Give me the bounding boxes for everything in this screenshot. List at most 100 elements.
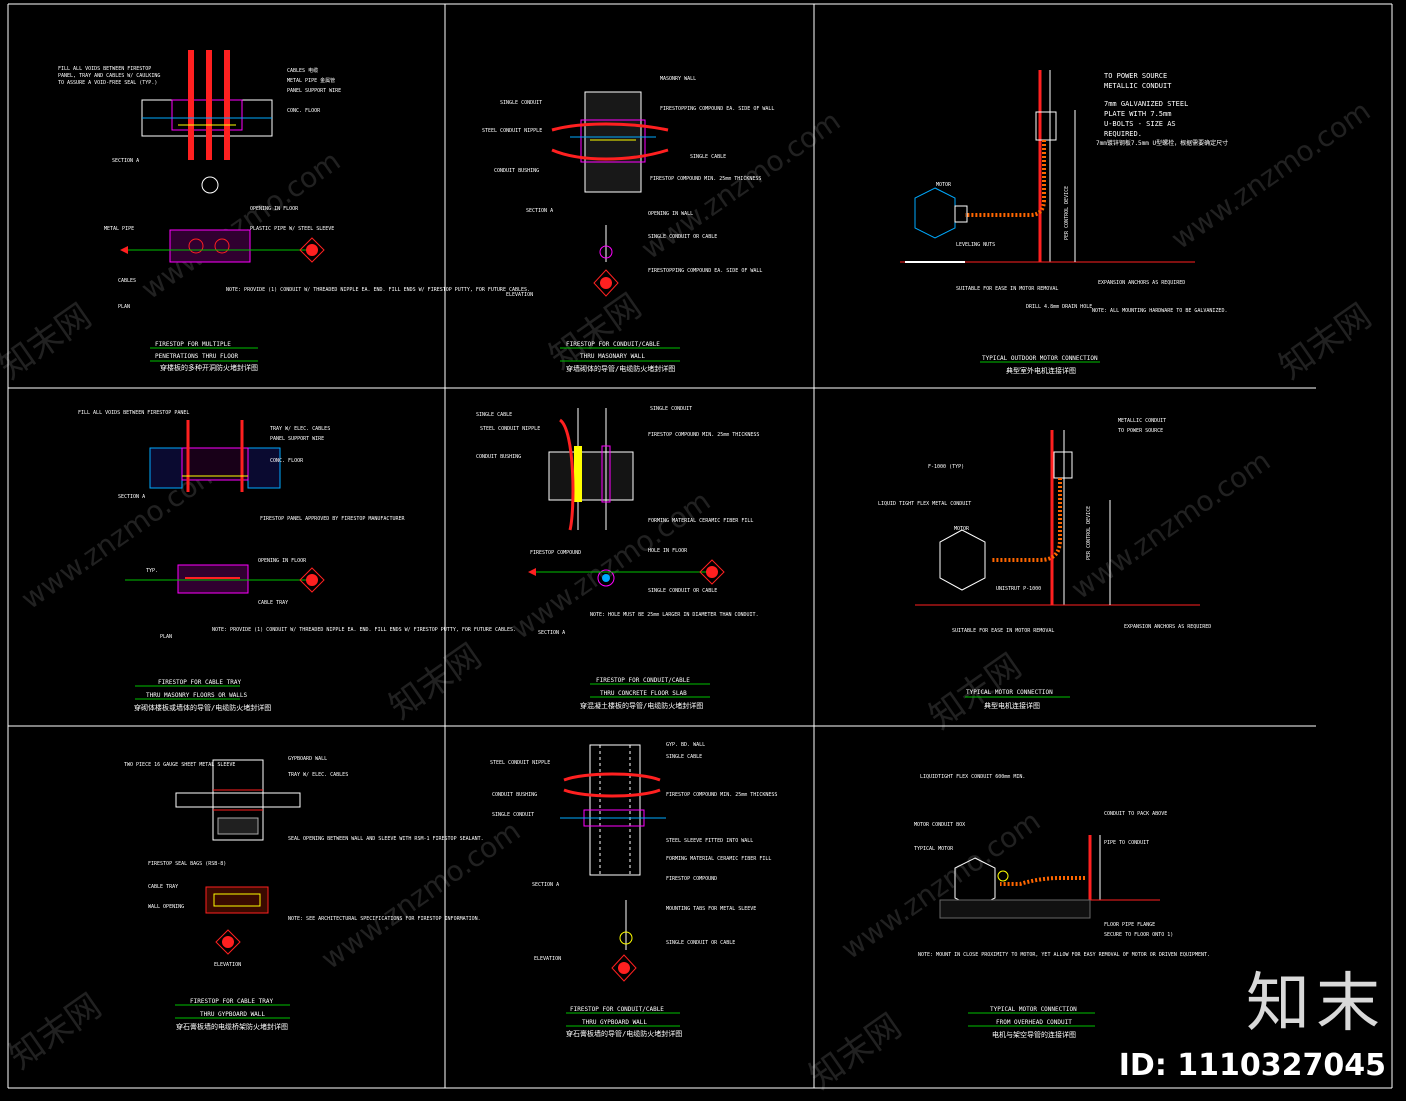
watermark-brand: 知末网 — [542, 286, 648, 377]
callout-label: PLATE WITH 7.5mm — [1104, 110, 1171, 118]
drawing-line — [551, 122, 669, 132]
callout-label: MOTOR — [954, 526, 970, 532]
callout-label: PANEL SUPPORT WIRE — [270, 436, 324, 442]
drawing-line — [939, 529, 986, 591]
drawing-line — [528, 568, 536, 576]
callout-label: NOTE: SEE ARCHITECTURAL SPECIFICATIONS F… — [288, 916, 481, 922]
drawing-id-label: ID: 1110327045 — [1118, 1048, 1386, 1083]
callout-label: STEEL CONDUIT NIPPLE — [482, 128, 542, 134]
panel-title-cn: 典型电机连接详图 — [984, 701, 1040, 710]
callout-label: STEEL CONDUIT NIPPLE — [480, 426, 540, 432]
detail-panel-5: SINGLE CABLE SINGLE CONDUIT STEEL CONDUI… — [476, 406, 759, 710]
callout-label: FORMING MATERIAL CERAMIC FIBER FILL — [648, 518, 753, 524]
panel-subtitle: THRU GYPBOARD WALL — [582, 1019, 647, 1026]
drawing-line — [120, 246, 128, 254]
callout-label: 7mm镀锌钢板7.5mm U型螺栓，根据需要确定尺寸 — [1096, 139, 1228, 147]
callout-label: PLASTIC PIPE W/ STEEL SLEEVE — [250, 226, 334, 232]
drawing-line — [599, 245, 613, 259]
callout-label: PANEL, TRAY AND CABLES W/ CAULKING — [58, 73, 160, 79]
callout-label: CONDUIT TO PACK ABOVE — [1104, 811, 1167, 817]
drawing-line — [299, 567, 325, 593]
callout-label: TRAY W/ ELEC. CABLES — [288, 772, 348, 778]
callout-label: MOTOR — [936, 182, 952, 188]
callout-label: OPENING IN FLOOR — [250, 206, 299, 212]
drawing-line — [224, 50, 230, 160]
panel-title-cn: 穿石膏板墙的导管/电缆防火堵封详图 — [566, 1029, 682, 1038]
callout-label: PLAN — [118, 304, 130, 310]
callout-label: STEEL CONDUIT NIPPLE — [490, 760, 550, 766]
callout-label: FILL ALL VOIDS BETWEEN FIRESTOP — [58, 66, 151, 72]
drawing-line — [914, 187, 956, 239]
panel-title: TYPICAL MOTOR CONNECTION — [990, 1006, 1077, 1013]
panel-title: FIRESTOP FOR CONDUIT/CABLE — [570, 1006, 664, 1013]
drawing-line — [574, 446, 582, 502]
panel-title: FIRESTOP FOR CONDUIT/CABLE — [566, 341, 660, 348]
panel-title: FIRESTOP FOR CABLE TRAY — [158, 679, 241, 686]
panel-subtitle: PENETRATIONS THRU FLOOR — [155, 353, 238, 360]
callout-label: SINGLE CONDUIT OR CABLE — [648, 588, 717, 594]
callout-label: OPENING IN WALL — [648, 211, 693, 217]
callout-label: FIRESTOP SEAL BAGS (RSB-8) — [148, 861, 226, 867]
callout-label: METAL PIPE 金属管 — [287, 77, 335, 84]
drawing-line — [597, 569, 615, 587]
callout-label: TO POWER SOURCE — [1118, 428, 1163, 434]
panel-subtitle: FROM OVERHEAD CONDUIT — [996, 1019, 1072, 1026]
callout-label: MASONRY WALL — [660, 76, 696, 82]
detail-panel-3: TO POWER SOURCE METALLIC CONDUIT 7mm GAL… — [900, 70, 1228, 375]
watermark-brand: 知末网 — [2, 986, 108, 1077]
callout-label: F-1000 (TYP) — [928, 464, 964, 470]
callout-label: TYPICAL MOTOR — [914, 846, 954, 852]
callout-label: NOTE: MOUNT IN CLOSE PROXIMITY TO MOTOR,… — [918, 952, 1210, 958]
callout-label: SINGLE CONDUIT — [650, 406, 692, 412]
callout-label: DRILL 4.8mm DRAIN HOLE — [1026, 304, 1092, 310]
panel-title-cn: 电机与架空导管的连接详图 — [992, 1030, 1076, 1039]
callout-label: EXPANSION ANCHORS AS REQUIRED — [1098, 280, 1185, 286]
drawing-line — [299, 237, 325, 263]
callout-label: ELEVATION — [506, 292, 533, 298]
drawing-line — [584, 91, 642, 193]
callout-label: MOUNTING TABS FOR METAL SLEEVE — [666, 906, 756, 912]
callout-label: TRAY W/ ELEC. CABLES — [270, 426, 330, 432]
callout-label: TWO PIECE 16 GAUGE SHEET METAL SLEEVE — [124, 762, 235, 768]
callout-label: FIRESTOP PANEL APPROVED BY FIRESTOP MANU… — [260, 516, 405, 522]
callout-label: SINGLE CONDUIT OR CABLE — [666, 940, 735, 946]
callout-label: NOTE: HOLE MUST BE 25mm LARGER IN DIAMET… — [590, 612, 759, 618]
callout-label: FIRESTOP COMPOUND MIN. 25mm THICKNESS — [666, 792, 777, 798]
drawing-line — [306, 574, 318, 586]
callout-label: SINGLE CONDUIT — [500, 100, 542, 106]
drawing-line — [997, 870, 1009, 882]
drawing-line — [175, 792, 301, 808]
watermark-brand: 知末网 — [802, 1006, 908, 1097]
panel-subtitle: THRU MASONRY FLOORS OR WALLS — [146, 692, 248, 699]
drawing-line — [551, 148, 669, 161]
callout-label: SECTION A — [532, 882, 559, 888]
callout-label: TO ASSURE A VOID-FREE SEAL (TYP.) — [58, 80, 157, 86]
watermark-brand: 知末网 — [0, 296, 99, 387]
drawing-line — [601, 445, 611, 503]
panel-title-cn: 穿墙砌体的导管/电缆防火堵封详图 — [566, 364, 675, 373]
panel-subtitle: THRU GYPBOARD WALL — [200, 1011, 265, 1018]
drawing-line — [1053, 451, 1073, 479]
callout-label: NOTE: PROVIDE (1) CONDUIT W/ THREADED NI… — [226, 287, 530, 293]
drawing-line — [1000, 876, 1085, 886]
drawing-line — [618, 962, 630, 974]
callout-label: SECTION A — [526, 208, 553, 214]
callout-label: SINGLE CABLE — [690, 154, 726, 160]
drawing-line — [217, 817, 259, 835]
callout-label: SINGLE CABLE — [476, 412, 512, 418]
watermark-text: www.znzmo.com — [1065, 444, 1276, 606]
drawing-line — [548, 451, 634, 501]
callout-label: TYP. — [146, 568, 158, 574]
drawing-line — [213, 893, 261, 907]
watermark-brand: 知末网 — [1272, 296, 1378, 387]
detail-panel-6: METALLIC CONDUIT TO POWER SOURCE F-1000 … — [878, 418, 1211, 710]
drawing-line — [306, 244, 318, 256]
panel-title-cn: 穿楼板的多种开洞防火堵封详图 — [160, 363, 258, 372]
panel-title: FIRESTOP FOR MULTIPLE — [155, 341, 231, 348]
drawing-line — [206, 50, 212, 160]
callout-label: ELEVATION — [534, 956, 561, 962]
callout-label: HOLE IN FLOOR — [648, 548, 688, 554]
callout-label: 7mm GALVANIZED STEEL — [1104, 100, 1188, 108]
panel-title: FIRESTOP FOR CABLE TRAY — [190, 998, 273, 1005]
watermark-text: www.znzmo.com — [835, 804, 1046, 966]
